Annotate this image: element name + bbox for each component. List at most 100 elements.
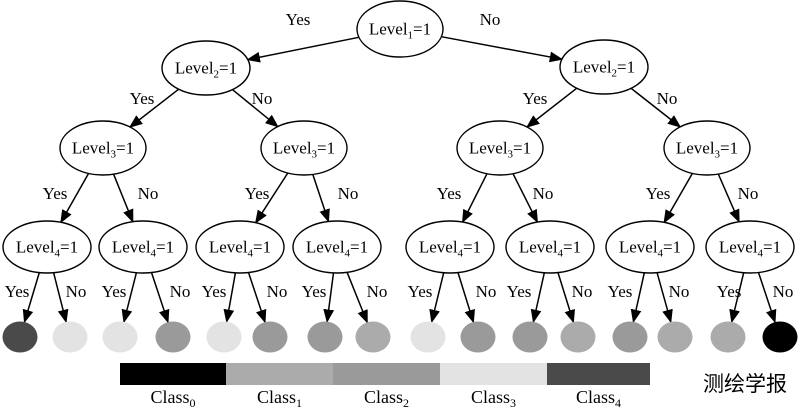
tree-node-ellipse: [161, 40, 251, 96]
tree-edges: [22, 35, 777, 324]
legend-segment-3: [440, 363, 547, 385]
edge-label-no: No: [267, 282, 288, 301]
tree-edge-L2a-L3a: [128, 88, 180, 128]
edge-label-no: No: [367, 282, 388, 301]
tree-edge-L4c-leaf4: [223, 272, 237, 324]
edge-label-yes: Yes: [5, 282, 30, 301]
tree-edge-L4h-leaf15: [757, 272, 777, 324]
tree-node-label: Level4=1: [619, 238, 681, 260]
tree-node-label: Level3=1: [676, 139, 738, 161]
tree-node-label: Level3=1: [72, 139, 134, 161]
tree-node-L3b: Level3=1: [260, 120, 348, 176]
leaf-node-10-class2: [512, 321, 548, 353]
edge-label-no: No: [338, 184, 359, 203]
leaf-node-13-class1: [657, 321, 693, 353]
tree-node-ellipse: [456, 120, 544, 176]
tree-edge-L3a-L4b: [112, 173, 134, 223]
leaf-node-8-class3: [410, 321, 446, 353]
edge-label-no: No: [252, 89, 273, 108]
leaf-node-1-class3: [52, 321, 88, 353]
tree-edge-L4d-leaf6: [323, 272, 335, 323]
tree-node-L4c: Level4=1: [195, 220, 285, 274]
tree-node-root: Level1=1: [356, 0, 444, 58]
tree-node-L3c: Level3=1: [456, 120, 544, 176]
leaf-node-6-class2: [307, 321, 343, 353]
leaf-node-11-class1: [560, 321, 596, 353]
tree-node-L4a: Level4=1: [2, 220, 92, 274]
edge-label-yes: Yes: [507, 282, 532, 301]
edge-label-no: No: [773, 282, 794, 301]
leaf-node-5-class2: [252, 321, 288, 353]
tree-edge-L2b-L3c: [525, 87, 578, 128]
edge-label-yes: Yes: [102, 282, 127, 301]
edge-label-no: No: [738, 184, 759, 203]
tree-node-ellipse: [405, 220, 495, 274]
tree-edge-L3c-L4f: [512, 173, 539, 224]
tree-edge-L4a-leaf1: [52, 272, 69, 324]
tree-node-label: Level4=1: [719, 238, 781, 260]
tree-node-label: Level1=1: [369, 20, 431, 42]
edge-label-no: No: [669, 282, 690, 301]
tree-edge-L4b-leaf3: [150, 272, 170, 324]
tree-edge-L4d-leaf7: [346, 272, 368, 324]
tree-node-ellipse: [663, 120, 751, 176]
tree-node-label: Level3=1: [273, 139, 335, 161]
edge-label-yes: Yes: [302, 282, 327, 301]
edge-label-yes: Yes: [523, 89, 548, 108]
leaf-node-9-class2: [460, 321, 496, 353]
edge-label-yes: Yes: [437, 184, 462, 203]
tree-node-L4b: Level4=1: [98, 220, 188, 274]
tree-edge-L3b-L4d: [312, 174, 330, 223]
leaf-node-12-class2: [612, 321, 648, 353]
leaf-node-3-class2: [155, 321, 191, 353]
leaf-node-14-class1: [710, 321, 746, 353]
edge-label-no: No: [66, 282, 87, 301]
tree-edge-L3b-L4c: [254, 172, 289, 224]
leaf-node-15-class0: [762, 321, 798, 353]
tree-node-ellipse: [195, 220, 285, 274]
edge-label-no: No: [657, 89, 678, 108]
watermark: 测绘学报: [703, 373, 787, 396]
legend-segment-4: [547, 363, 650, 385]
tree-node-ellipse: [59, 120, 147, 176]
edge-label-yes: Yes: [608, 282, 633, 301]
tree-edge-L4a-leaf0: [22, 272, 41, 324]
tree-node-label: Level3=1: [469, 139, 531, 161]
edge-label-yes: Yes: [43, 184, 68, 203]
tree-node-label: Level4=1: [419, 238, 481, 260]
tree-edge-L4e-leaf8: [429, 272, 445, 324]
tree-edge-L3d-L4h: [717, 173, 740, 224]
edge-label-yes: Yes: [408, 282, 433, 301]
tree-node-L3a: Level3=1: [59, 120, 147, 176]
tree-edge-L4f-leaf10: [530, 272, 546, 324]
legend-label-2: Class2: [364, 387, 409, 407]
tree-node-ellipse: [505, 220, 595, 274]
edge-label-yes: Yes: [646, 184, 671, 203]
tree-edge-L4b-leaf2: [121, 272, 138, 324]
legend-segment-2: [333, 363, 440, 385]
tree-node-label: Level4=1: [306, 238, 368, 260]
tree-node-L4d: Level4=1: [292, 220, 382, 274]
legend-segment-0: [120, 363, 226, 385]
tree-edge-root-L2b: [441, 35, 564, 63]
tree-edge-L4g-leaf12: [630, 272, 646, 324]
tree-node-ellipse: [559, 39, 649, 95]
leaf-node-0-class4: [2, 321, 38, 353]
tree-node-label: Level2=1: [573, 58, 635, 80]
tree-node-L4g: Level4=1: [605, 220, 695, 274]
tree-node-ellipse: [260, 120, 348, 176]
edge-label-yes: Yes: [245, 184, 270, 203]
edge-label-yes: Yes: [717, 282, 742, 301]
tree-edge-L4h-leaf14: [729, 272, 745, 324]
tree-edge-L4f-leaf11: [557, 272, 575, 324]
tree-node-ellipse: [605, 220, 695, 274]
tree-node-label: Level4=1: [519, 238, 581, 260]
edge-label-no: No: [572, 282, 593, 301]
edge-label-no: No: [480, 10, 501, 29]
legend-label-3: Class3: [471, 387, 516, 407]
tree-edge-L2a-L3b: [231, 89, 279, 128]
